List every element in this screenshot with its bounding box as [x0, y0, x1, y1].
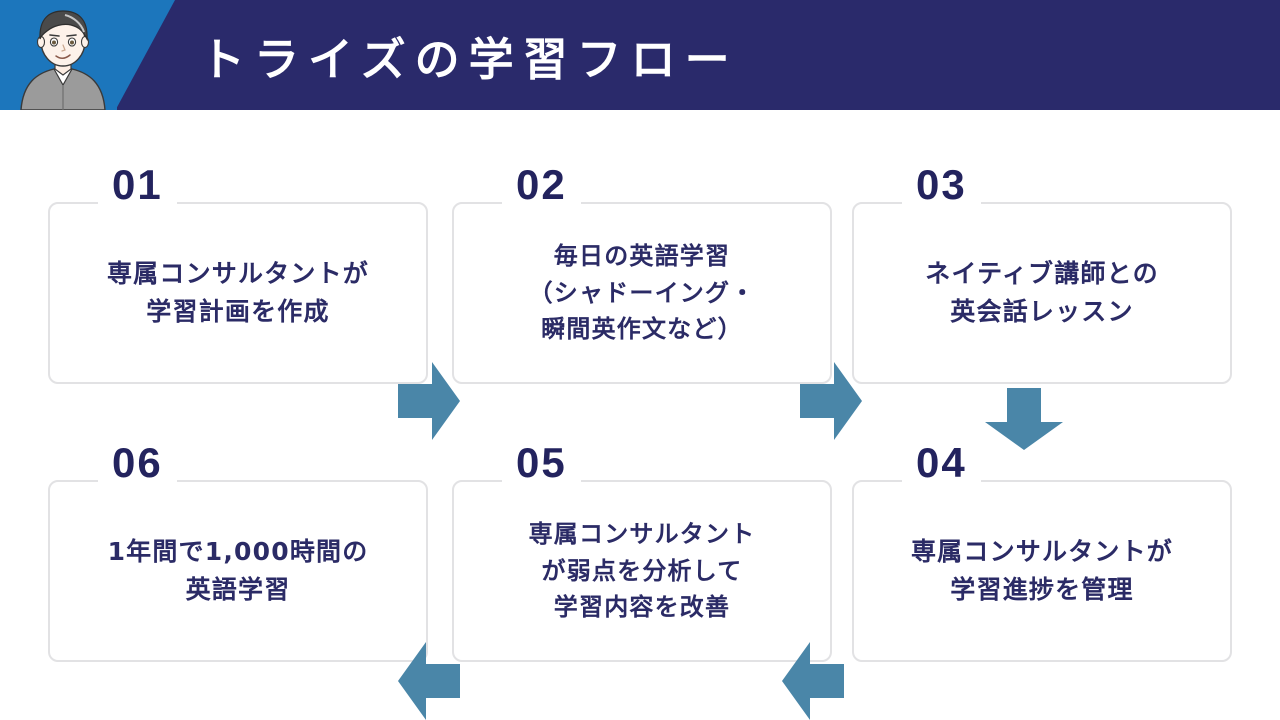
flow-step-card-06[interactable]: 06 1年間で1,000時間の 英語学習: [48, 442, 428, 662]
flow-step-card-04[interactable]: 04 専属コンサルタントが 学習進捗を管理: [852, 442, 1232, 662]
page-title: トライズの学習フロー: [200, 32, 739, 86]
step-text-02: 毎日の英語学習 （シャドーイング・ 瞬間英作文など）: [528, 242, 756, 344]
step-number-05: 05: [502, 442, 581, 484]
flow-step-card-02[interactable]: 02 毎日の英語学習 （シャドーイング・ 瞬間英作文など）: [452, 164, 832, 384]
step-text-01: 専属コンサルタントが 学習計画を作成: [106, 259, 369, 326]
step-text-06: 1年間で1,000時間の 英語学習: [107, 537, 369, 604]
step-text-04: 専属コンサルタントが 学習進捗を管理: [910, 537, 1173, 604]
step-number-03: 03: [902, 164, 981, 206]
step-number-06: 06: [98, 442, 177, 484]
flow-step-card-03[interactable]: 03 ネイティブ講師との 英会話レッスン: [852, 164, 1232, 384]
consultant-avatar-icon: [9, 3, 117, 110]
arrow-step5-to-step6-icon: [398, 642, 460, 720]
flow-diagram: 01 専属コンサルタントが 学習計画を作成 02 毎日の英語学習 （シャドーイン…: [0, 110, 1280, 720]
flow-step-card-01[interactable]: 01 専属コンサルタントが 学習計画を作成: [48, 164, 428, 384]
step-text-03: ネイティブ講師との 英会話レッスン: [925, 259, 1159, 326]
step-number-04: 04: [902, 442, 981, 484]
arrow-step1-to-step2-icon: [398, 362, 460, 440]
arrow-step4-to-step5-icon: [782, 642, 844, 720]
step-number-01: 01: [98, 164, 177, 206]
header-banner: トライズの学習フロー: [0, 0, 1280, 110]
step-number-02: 02: [502, 164, 581, 206]
arrow-step2-to-step3-icon: [800, 362, 862, 440]
flow-step-card-05[interactable]: 05 専属コンサルタント が弱点を分析して 学習内容を改善: [452, 442, 832, 662]
arrow-step3-to-step4-icon: [985, 388, 1063, 450]
step-text-05: 専属コンサルタント が弱点を分析して 学習内容を改善: [528, 520, 756, 622]
